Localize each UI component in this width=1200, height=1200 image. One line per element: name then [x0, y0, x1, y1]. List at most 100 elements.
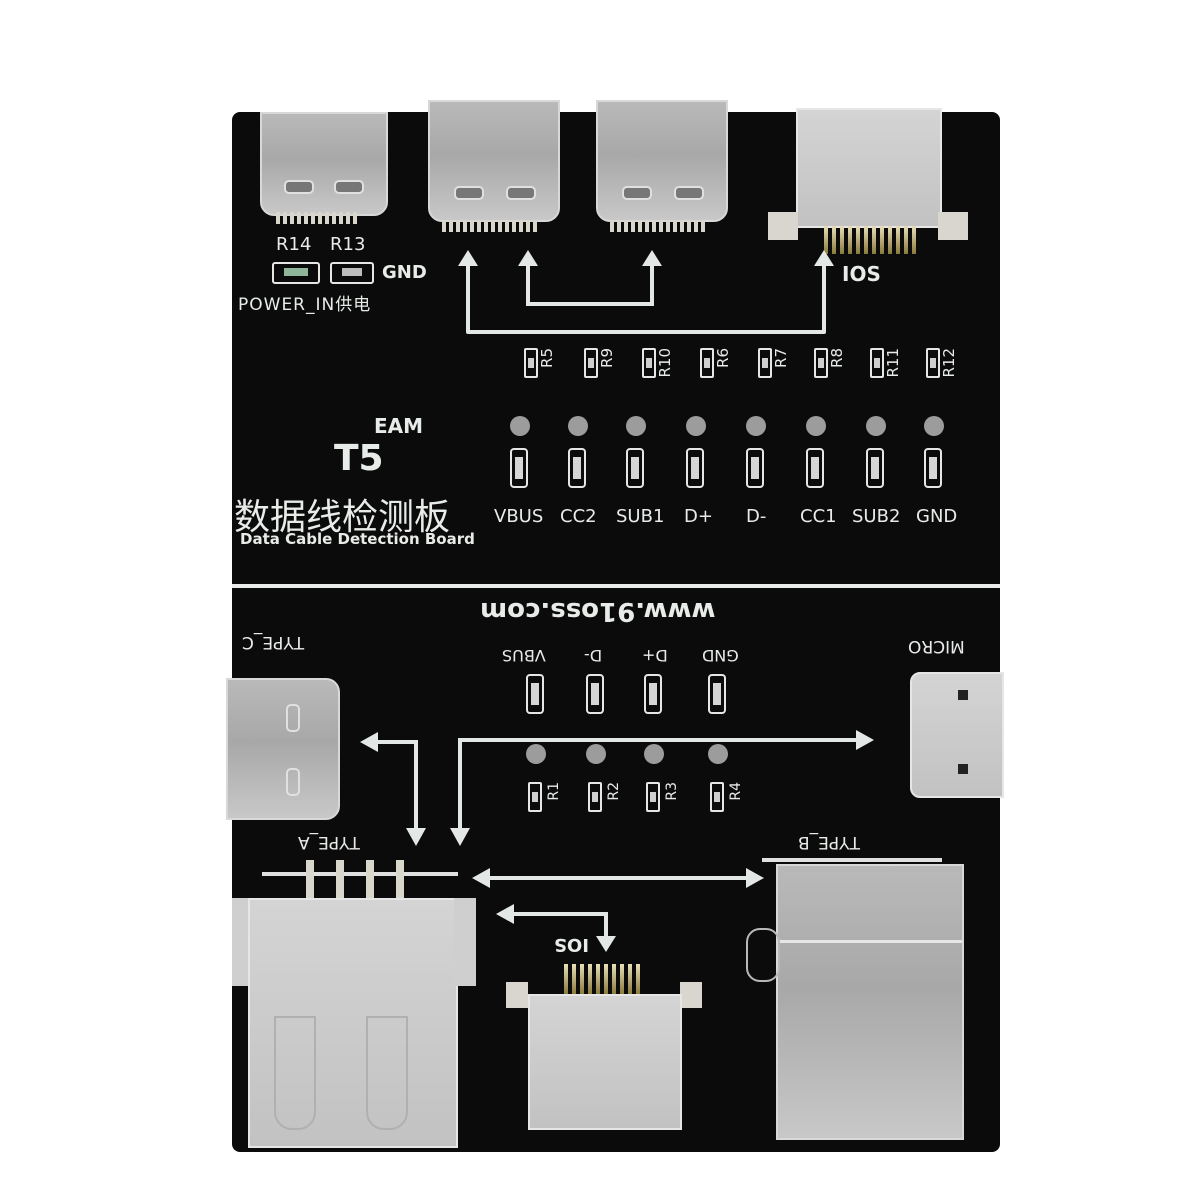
signal-label-cc2: CC2: [560, 506, 597, 527]
type-a-pins: [306, 860, 404, 900]
usb-c-side-port: [226, 678, 340, 820]
type-a-tab-left: [232, 898, 248, 986]
resistor-r1: [528, 782, 542, 812]
usb-c-2-pins: [610, 220, 705, 232]
r9-label: R9: [598, 348, 616, 368]
brand-label: EAM: [374, 414, 424, 438]
lower-pad-vbus: [526, 674, 544, 714]
website-label: www.91oss.com: [480, 596, 716, 626]
lower-pad-gnd: [708, 674, 726, 714]
arrow-down-icon: [596, 936, 616, 952]
type-b-outline: [762, 858, 942, 862]
trace-ios-bottom: [512, 912, 606, 916]
lower-pad-dminus: [586, 674, 604, 714]
signal-label-sub2: SUB2: [852, 506, 901, 527]
led-dminus: [746, 416, 766, 436]
signal-label-cc1: CC1: [800, 506, 837, 527]
lightning-port-bottom: [528, 994, 682, 1130]
r14-label: R14: [276, 234, 312, 255]
lower-pad-dplus: [644, 674, 662, 714]
led-gnd: [924, 416, 944, 436]
resistor-r4: [710, 782, 724, 812]
lightning-bottom-tab-right: [680, 982, 702, 1008]
power-in-label: POWER_IN供电: [238, 295, 372, 315]
lightning-top-pins: [824, 226, 916, 254]
trace-bus: [466, 330, 826, 334]
ios-label-bottom: IOS: [554, 934, 589, 955]
led-vbus: [510, 416, 530, 436]
lightning-bottom-pins: [564, 964, 640, 994]
lightning-tab-left: [768, 212, 798, 240]
resistor-r12: [926, 348, 940, 378]
type-c-label: TYPE_C: [242, 632, 305, 652]
pad-dminus: [746, 448, 764, 488]
resistor-r5: [524, 348, 538, 378]
r7-label: R7: [772, 348, 790, 368]
arrow-down-icon: [450, 828, 470, 846]
type-b-label: TYPE_B: [798, 832, 860, 852]
trace-arrow-2: [526, 262, 530, 304]
pcb-board: IOS R14 R13 GND POWER_IN供电 R5 R9 R10 R6 …: [226, 100, 1004, 1152]
trace-type-b: [488, 876, 748, 880]
r1-label: R1: [546, 782, 562, 801]
type-a-label: TYPE_A: [298, 832, 360, 852]
r10-label: R10: [656, 348, 674, 378]
arrow-left-icon: [496, 904, 514, 924]
type-b-mount-hole: [746, 928, 780, 982]
signal-label-sub1: SUB1: [616, 506, 665, 527]
micro-usb-port: [910, 672, 1004, 798]
resistor-r2: [588, 782, 602, 812]
divider-line: [232, 584, 1000, 588]
type-a-tab-right: [454, 898, 476, 986]
arrow-up-icon: [458, 250, 478, 266]
signal-label-dminus: D-: [746, 506, 767, 527]
trace-arrow-1: [466, 262, 470, 332]
lower-led-4: [708, 744, 728, 764]
r5-label: R5: [538, 348, 556, 368]
signal-label-dplus: D+: [684, 506, 713, 527]
lower-signal-vbus: VBUS: [502, 646, 546, 665]
pad-sub1: [626, 448, 644, 488]
r3-label: R3: [664, 782, 680, 801]
lower-signal-dplus: D+: [642, 646, 668, 665]
usb-c-power-pins: [276, 212, 357, 224]
r4-label: R4: [728, 782, 744, 801]
arrow-right-icon: [856, 730, 874, 750]
usb-type-a-port: [248, 898, 458, 1148]
r12-label: R12: [940, 348, 958, 378]
lower-led-3: [644, 744, 664, 764]
resistor-r9: [584, 348, 598, 378]
pad-sub2: [866, 448, 884, 488]
pad-cc1: [806, 448, 824, 488]
arrow-right-icon: [746, 868, 764, 888]
arrow-up-icon: [814, 250, 834, 266]
r13-label: R13: [330, 234, 366, 255]
trace-arrow-3: [650, 262, 654, 304]
usb-type-b-port: [776, 864, 964, 1140]
trace-down-a1: [414, 740, 418, 834]
title-en: Data Cable Detection Board: [240, 530, 475, 548]
arrow-left-icon: [472, 868, 490, 888]
pad-vbus: [510, 448, 528, 488]
usb-c-1-pins: [442, 220, 537, 232]
r8-label: R8: [828, 348, 846, 368]
pad-cc2: [568, 448, 586, 488]
gnd-label-power: GND: [382, 262, 427, 283]
resistor-r8: [814, 348, 828, 378]
trace-down-a2: [458, 738, 462, 834]
lightning-port-top: [796, 108, 942, 228]
r6-label: R6: [714, 348, 732, 368]
r11-label: R11: [884, 348, 902, 378]
type-a-outline: [262, 872, 458, 876]
title-cn: 数据线检测板: [234, 497, 451, 538]
trace-type-c: [372, 740, 416, 744]
arrow-down-icon: [406, 828, 426, 846]
led-sub2: [866, 416, 886, 436]
arrow-up-icon: [642, 250, 662, 266]
r14-resistor: [272, 262, 320, 284]
lower-led-2: [586, 744, 606, 764]
signal-label-gnd: GND: [916, 506, 958, 527]
trace-link: [526, 302, 654, 306]
lower-signal-dminus: D-: [584, 646, 603, 665]
arrow-left-icon: [360, 732, 378, 752]
